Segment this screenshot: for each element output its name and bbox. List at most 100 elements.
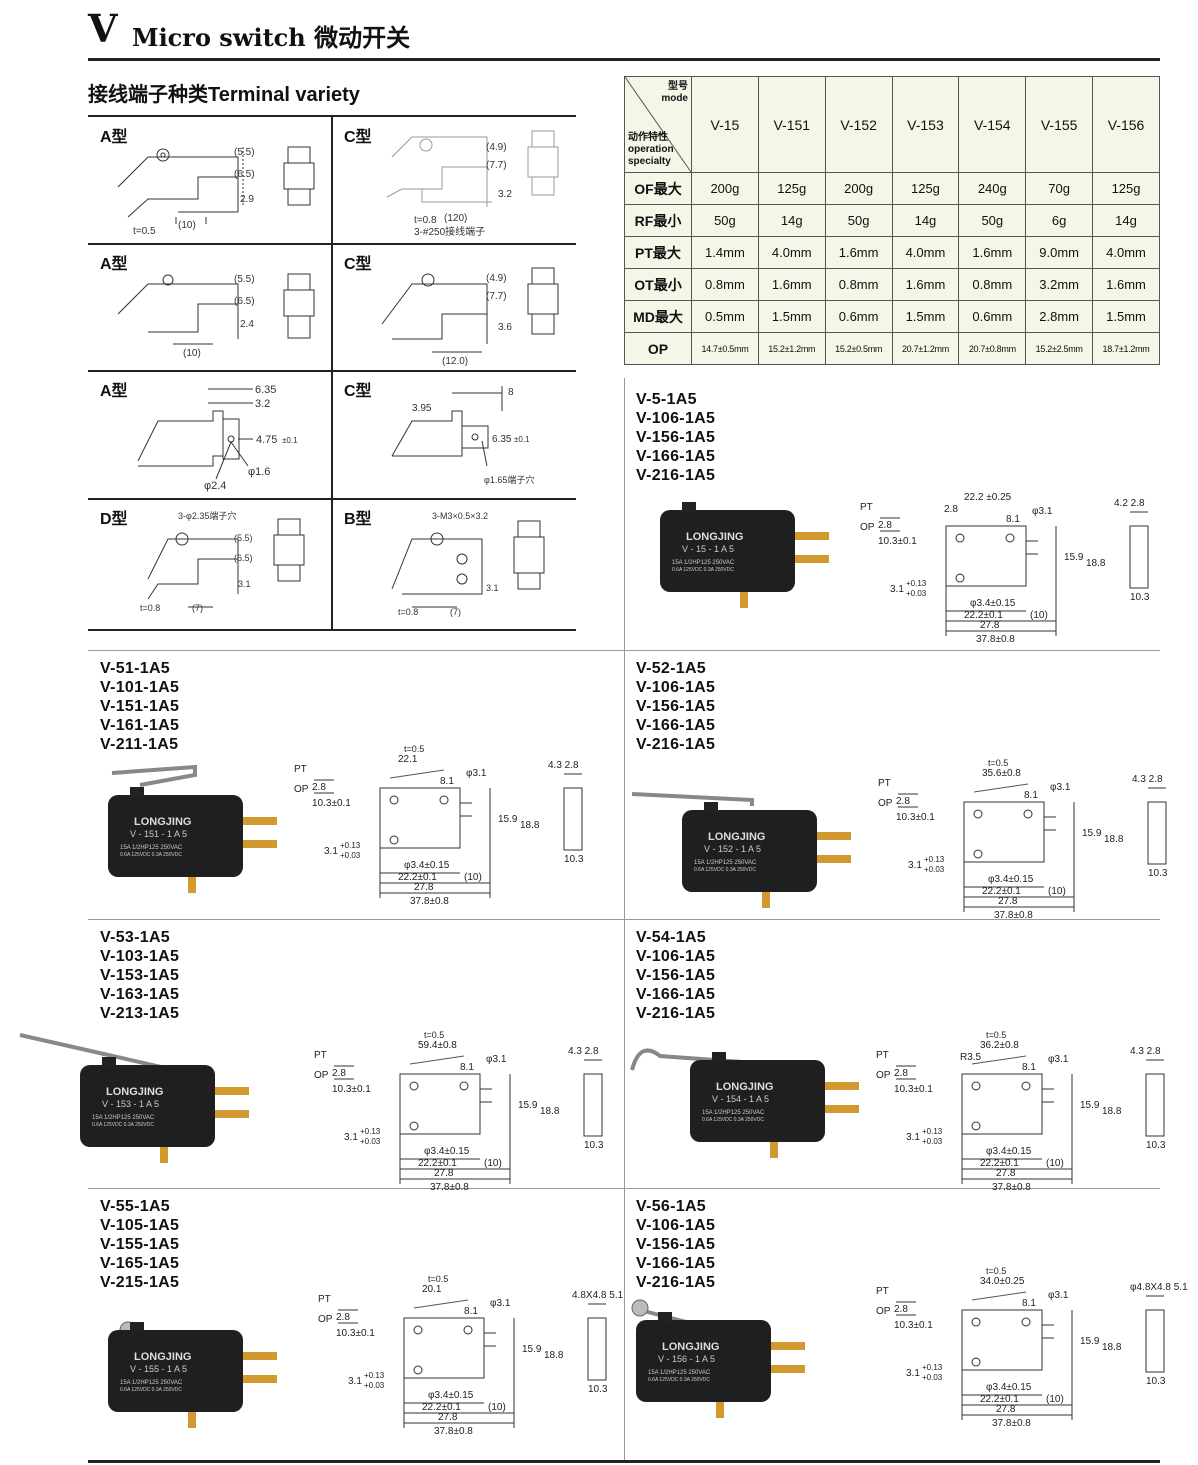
pt-label: PT	[318, 1294, 331, 1305]
thickness-dim: t=0.5	[988, 758, 1008, 768]
drawing-stroke	[971, 1081, 981, 1091]
svg-text:(7): (7)	[450, 607, 461, 617]
spec-cell: 0.6mm	[958, 300, 1027, 333]
side-width-dim: 4.3 2.8	[548, 760, 579, 771]
dimension-label: +0.03	[906, 589, 927, 598]
spec-cell: 9.0mm	[1025, 236, 1094, 269]
spec-row-header: RF最小	[624, 204, 692, 237]
terminal-cell-c2: C型 (4.9) (7.7) 3.6 (12.0)	[332, 244, 576, 372]
bottom-rule	[88, 1460, 1160, 1463]
plunger	[682, 502, 696, 512]
dimension-label: +0.13	[364, 1371, 385, 1380]
model-number: V-156-1A5	[636, 1236, 716, 1253]
svg-text:3.2: 3.2	[498, 189, 512, 200]
terminal-tab	[825, 1105, 859, 1113]
spec-cell: 4.0mm	[757, 236, 826, 269]
dimension-label: +0.13	[924, 855, 945, 864]
terminal-type-label: A型	[100, 383, 128, 400]
dimension-label: 10.3±0.1	[896, 812, 935, 823]
dimension-label: 10.3	[584, 1140, 604, 1151]
dimension-label: 3.1	[908, 860, 922, 871]
spec-cell: 14g	[891, 204, 960, 237]
spec-cell: 0.8mm	[691, 268, 759, 301]
dimension-label: +0.13	[340, 841, 361, 850]
dimension-label: 37.8±0.8	[430, 1182, 469, 1193]
dimension-label: 8.1	[440, 776, 454, 787]
dimension-label: +0.13	[922, 1127, 943, 1136]
dimension-label: 37.8±0.8	[992, 1182, 1031, 1193]
terminal-tab	[740, 592, 748, 608]
svg-text:8: 8	[508, 387, 514, 398]
drawing-stroke	[973, 783, 1029, 793]
dimension-label: 10.3	[588, 1384, 608, 1395]
outline-body	[403, 1317, 485, 1379]
spec-column-header: V-152	[824, 76, 893, 173]
spec-cell: 125g	[891, 172, 960, 205]
drawing-stroke	[973, 849, 983, 859]
page-series-letter: V	[88, 6, 118, 51]
terminal-cell-d: D型 3-φ2.35端子穴 (5.5) (6.5) 3.1 t=0.8 (7)	[88, 499, 332, 627]
drawing-stroke	[459, 1081, 469, 1091]
svg-text:2.4: 2.4	[240, 319, 254, 330]
terminal-type-label: C型	[344, 256, 372, 273]
model-number: V-156-1A5	[636, 698, 716, 715]
dimension-label: 2.8	[332, 1068, 346, 1079]
dimension-label: φ3.4±0.15	[988, 874, 1034, 885]
terminal-tab	[215, 1087, 249, 1095]
dimension-label: 22.2±0.1	[418, 1158, 457, 1169]
plunger	[130, 787, 144, 797]
section-divider	[88, 650, 1160, 651]
brand-mark: LONGJING	[106, 1086, 163, 1098]
dimension-label: 22.2±0.1	[398, 872, 437, 883]
spec-cell: 1.6mm	[1092, 268, 1160, 301]
op-label: OP	[318, 1314, 333, 1325]
terminal-tab	[825, 1082, 859, 1090]
dimension-label: 3.1	[906, 1368, 920, 1379]
outline-side	[587, 1317, 607, 1381]
dimension-label: (10)	[1046, 1394, 1064, 1405]
drawing-stroke	[898, 783, 1167, 912]
dimension-label: +0.13	[906, 579, 927, 588]
spec-cell: 1.6mm	[891, 268, 960, 301]
spec-cell: 200g	[824, 172, 893, 205]
title-rule	[88, 58, 1160, 61]
dimension-label: 27.8	[980, 620, 1000, 631]
drawing-stroke	[409, 1081, 419, 1091]
model-number: V-5-1A5	[636, 391, 697, 408]
page-title: Micro switch 微动开关	[132, 23, 411, 52]
svg-text:(12.0): (12.0)	[442, 356, 468, 367]
top-dim-secondary: 2.8	[944, 504, 958, 515]
svg-text:t=0.8: t=0.8	[140, 603, 160, 613]
brand-mark: LONGJING	[686, 531, 743, 543]
drawing-stroke	[971, 1357, 981, 1367]
switch-body	[660, 510, 795, 592]
svg-text:6.35: 6.35	[492, 434, 512, 445]
dimension-label: φ3.4±0.15	[404, 860, 450, 871]
drawing-stroke	[389, 769, 445, 779]
dimension-label: 2.8	[312, 782, 326, 793]
switch-model-print: V - 152 - 1 A 5	[704, 844, 761, 854]
svg-text:(5.5): (5.5)	[234, 274, 255, 285]
terminal-tab	[215, 1110, 249, 1118]
pt-label: PT	[294, 764, 307, 775]
terminal-cell-c3: C型 8 3.95 6.35 ±0.1 φ1.65端子穴	[332, 371, 576, 499]
svg-text:2.9: 2.9	[240, 194, 254, 205]
top-dim: 34.0±0.25	[980, 1276, 1025, 1287]
top-dim: 22.2 ±0.25	[964, 492, 1012, 503]
dimension-label: 22.2±0.1	[980, 1158, 1019, 1169]
pt-label: PT	[878, 778, 891, 789]
dimension-label: 10.3±0.1	[878, 536, 917, 547]
spec-cell: 20.7±0.8mm	[958, 332, 1027, 365]
terminal-tab	[771, 1342, 805, 1350]
spec-column-header: V-15	[691, 76, 759, 173]
terminal-c2-drawing: (4.9) (7.7) 3.6 (12.0)	[381, 267, 559, 367]
top-dim: 22.1	[398, 754, 418, 765]
dimension-label: 15.9	[1082, 828, 1102, 839]
svg-text:t=0.5: t=0.5	[133, 226, 156, 237]
